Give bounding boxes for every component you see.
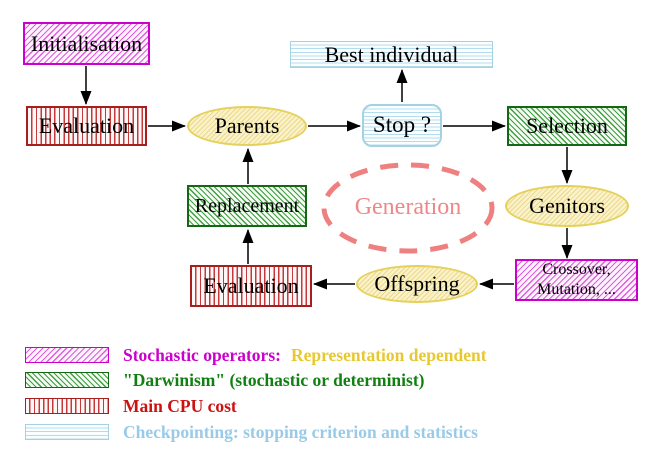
legend-label-main-cpu-cost: Main CPU cost — [123, 395, 237, 416]
node-initialisation: Initialisation — [23, 22, 150, 65]
node-evaluation-bottom-label: Evaluation — [203, 273, 299, 299]
legend-item-stochastic-operators: Stochastic operators: Representation dep… — [25, 344, 487, 365]
node-genitors: Genitors — [505, 185, 629, 227]
node-crossover-mutation: Crossover, Mutation, ... — [515, 259, 638, 301]
legend-label-stochastic-operators: Stochastic operators: — [123, 344, 281, 365]
node-best-individual-label: Best individual — [324, 41, 459, 67]
node-crossover-label-line1: Crossover, — [542, 261, 611, 279]
node-replacement: Replacement — [187, 185, 307, 227]
node-replacement-label: Replacement — [194, 194, 300, 217]
green-diagonal-hatch-swatch — [25, 372, 109, 388]
red-vertical-stripes-swatch — [25, 398, 109, 414]
magenta-diagonal-hatch-swatch — [25, 347, 109, 363]
node-stop-label: Stop ? — [372, 112, 432, 138]
legend-item-darwinism: "Darwinism" (stochastic or determinist) — [25, 369, 425, 390]
node-offspring: Offspring — [356, 265, 478, 303]
generation-label: Generation — [354, 194, 462, 220]
node-offspring-label: Offspring — [374, 271, 460, 297]
node-selection: Selection — [507, 106, 627, 146]
legend-label-representation-dependent: Representation dependent — [290, 344, 487, 365]
legend-label-darwinism: "Darwinism" (stochastic or determinist) — [123, 369, 425, 390]
node-stop: Stop ? — [362, 104, 442, 147]
generation-dashed-ellipse — [321, 162, 495, 254]
node-evaluation-bottom: Evaluation — [190, 265, 312, 307]
node-evaluation-top-label: Evaluation — [38, 113, 135, 139]
node-best-individual: Best individual — [290, 41, 493, 68]
node-parents: Parents — [187, 106, 307, 146]
node-evaluation-top: Evaluation — [26, 106, 147, 146]
node-parents-label: Parents — [214, 113, 280, 139]
legend-item-checkpointing: Checkpointing: stopping criterion and st… — [25, 421, 478, 442]
cyan-horizontal-stripes-swatch — [25, 424, 109, 440]
node-initialisation-label: Initialisation — [30, 30, 143, 56]
node-selection-label: Selection — [526, 113, 608, 139]
node-crossover-label-line2: Mutation, ... — [537, 281, 616, 298]
node-genitors-label: Genitors — [529, 193, 605, 219]
legend-item-main-cpu-cost: Main CPU cost — [25, 395, 237, 416]
legend-label-checkpointing: Checkpointing: stopping criterion and st… — [123, 421, 478, 442]
